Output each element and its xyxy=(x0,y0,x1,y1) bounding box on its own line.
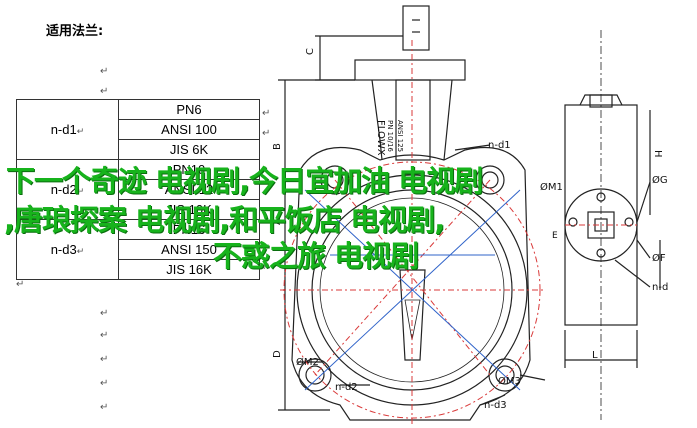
label-m2: ØM2 xyxy=(296,356,319,368)
overlay-caption-line-1: 下一个奇迹 电视剧,今日宜加油 电视剧 xyxy=(6,164,483,198)
top-stem-cap xyxy=(402,5,430,51)
value-cell: ANSI 150 xyxy=(118,239,260,260)
paragraph-mark: ↵ xyxy=(262,262,271,273)
paragraph-mark: ↵ xyxy=(100,308,109,319)
bolt-boss-left xyxy=(298,358,332,392)
top-flange-plate xyxy=(354,59,466,81)
valve-neck xyxy=(371,79,453,161)
group-label-cell: n-d1↵ xyxy=(16,99,119,160)
valve-disc xyxy=(399,269,426,361)
label-n-d2: n-d2 xyxy=(335,382,358,393)
valve-neck-label-area xyxy=(395,79,431,161)
bolt-boss-top-left xyxy=(320,165,350,195)
valve-body-outline xyxy=(291,146,531,421)
dim-label-l: L xyxy=(592,350,598,361)
paragraph-mark: ↵ xyxy=(100,330,109,341)
overlay-caption-line-3: 不惑之旅 电视剧 xyxy=(213,239,419,273)
dim-label-c: C xyxy=(305,48,316,55)
value-cell: ANSI 12 xyxy=(118,179,260,200)
applicable-flange-heading: 适用法兰: xyxy=(46,24,104,39)
dim-label-d: D xyxy=(272,350,283,358)
table-row: n-d3↵ PN16 xyxy=(16,219,260,280)
svg-text:PN 10/16: PN 10/16 xyxy=(386,120,394,152)
label-f: ØF xyxy=(652,252,666,264)
dim-label-b: B xyxy=(272,143,283,150)
paragraph-mark: ↵ xyxy=(100,86,109,97)
label-g: ØG xyxy=(652,174,668,186)
paragraph-mark: ↵ xyxy=(100,66,109,77)
paragraph-mark: ↵ xyxy=(262,108,271,119)
dim-label-a: A xyxy=(272,218,283,225)
table-row: n-d2↵ PN10 xyxy=(16,159,260,220)
bolt-boss-top-right xyxy=(475,165,505,195)
paragraph-mark: ↵ xyxy=(16,279,25,290)
table-row: ANSI 12 xyxy=(17,179,260,200)
svg-text:ANSI 125: ANSI 125 xyxy=(396,120,404,152)
paragraph-mark: ↵ xyxy=(262,128,271,139)
label-n-d: n-d xyxy=(652,282,668,293)
table-row: ANSI 100 xyxy=(17,119,260,140)
label-n-d3: n-d3 xyxy=(484,400,507,411)
paragraph-mark: ↵ xyxy=(100,378,109,389)
label-e: E xyxy=(552,231,558,241)
paragraph-mark: ↵ xyxy=(100,354,109,365)
label-n-d1: n-d1 xyxy=(488,140,511,151)
group-label-cell: n-d2↵ xyxy=(16,159,119,220)
body-brand-text: FLOWX xyxy=(375,120,386,156)
dim-label-h: H xyxy=(652,150,663,158)
label-m3: ØM3 xyxy=(498,375,521,387)
flange-spec-table: n-d1↵ PN6 ANSI 100 JIS 6K n-d2↵ PN10 ANS… xyxy=(16,99,260,280)
value-cell: ANSI 100 xyxy=(118,119,260,140)
overlay-caption-line-2: ,唐琅探案 电视剧,和平饭店 电视剧, xyxy=(4,203,445,237)
group-label-cell: n-d3↵ xyxy=(16,219,119,280)
value-cell: JIS 16K xyxy=(118,259,260,280)
table-row: JIS 16K xyxy=(17,259,260,280)
label-m1: ØM1 xyxy=(540,181,563,193)
value-cell: PN16 xyxy=(118,219,260,240)
paragraph-mark: ↵ xyxy=(100,402,109,413)
table-row: ANSI 150 xyxy=(17,239,260,260)
